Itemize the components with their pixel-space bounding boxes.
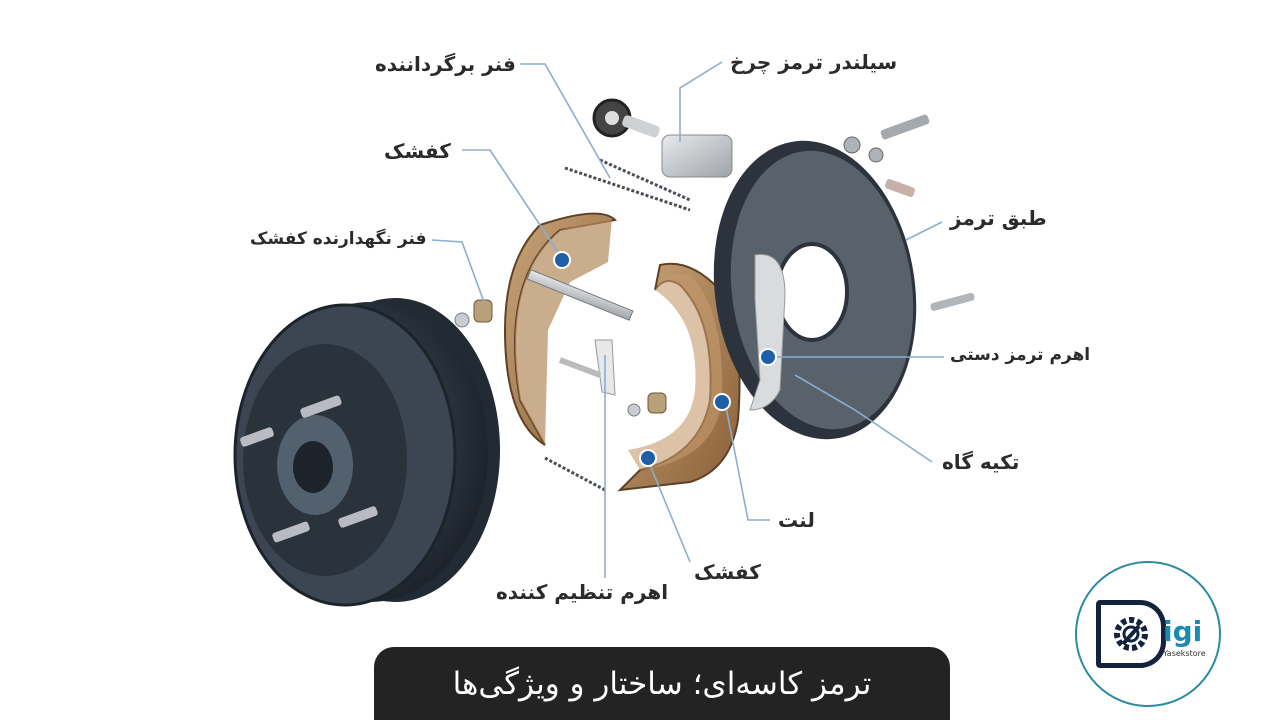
page-title: ترمز کاسه‌ای؛ ساختار و ویژگی‌ها [452, 665, 872, 702]
label-anchor: تکیه گاه [942, 450, 1020, 474]
brake-shoe-left [503, 212, 618, 446]
logo-subtext: Yasekstore [1163, 649, 1206, 658]
brake-drum [233, 298, 500, 607]
label-hold-down-spring: فنر نگهدارنده کفشک [250, 229, 427, 249]
hardware-bolt [843, 114, 975, 311]
wheel-cylinder [592, 98, 733, 178]
parking-brake-lever [749, 254, 786, 411]
marker-dot [759, 348, 777, 366]
marker-dots [553, 251, 777, 467]
marker-dot [639, 449, 657, 467]
hold-down-spring-part [627, 392, 667, 417]
wheel-stud [338, 506, 378, 528]
leader-lines [431, 61, 944, 578]
label-shoe-bottom: کفشک [694, 560, 761, 584]
marker-dot [713, 393, 731, 411]
label-wheel-cylinder: سیلندر ترمز چرخ [730, 50, 898, 74]
label-return-spring: فنر برگرداننده [375, 52, 516, 76]
label-lining: لنت [778, 508, 815, 532]
wheel-stud [272, 521, 310, 543]
logo-wordmark: igi [1163, 615, 1203, 648]
label-adjuster-lever: اهرم تنظیم کننده [496, 580, 669, 604]
marker-dot [553, 251, 571, 269]
label-shoe-top: کفشک [384, 139, 451, 163]
gear-wrench-icon [1114, 617, 1148, 651]
wheel-stud [240, 427, 274, 447]
hold-down-spring-part [454, 299, 493, 328]
wheel-stud [300, 395, 342, 418]
logo-d-frame [1096, 600, 1166, 668]
label-backing-plate: طبق ترمز [950, 206, 1047, 230]
logo: igi Yasekstore [1075, 561, 1221, 707]
title-bar: ترمز کاسه‌ای؛ ساختار و ویژگی‌ها [374, 647, 950, 720]
label-parking-lever: اهرم ترمز دستی [950, 345, 1091, 365]
return-spring [544, 158, 691, 492]
